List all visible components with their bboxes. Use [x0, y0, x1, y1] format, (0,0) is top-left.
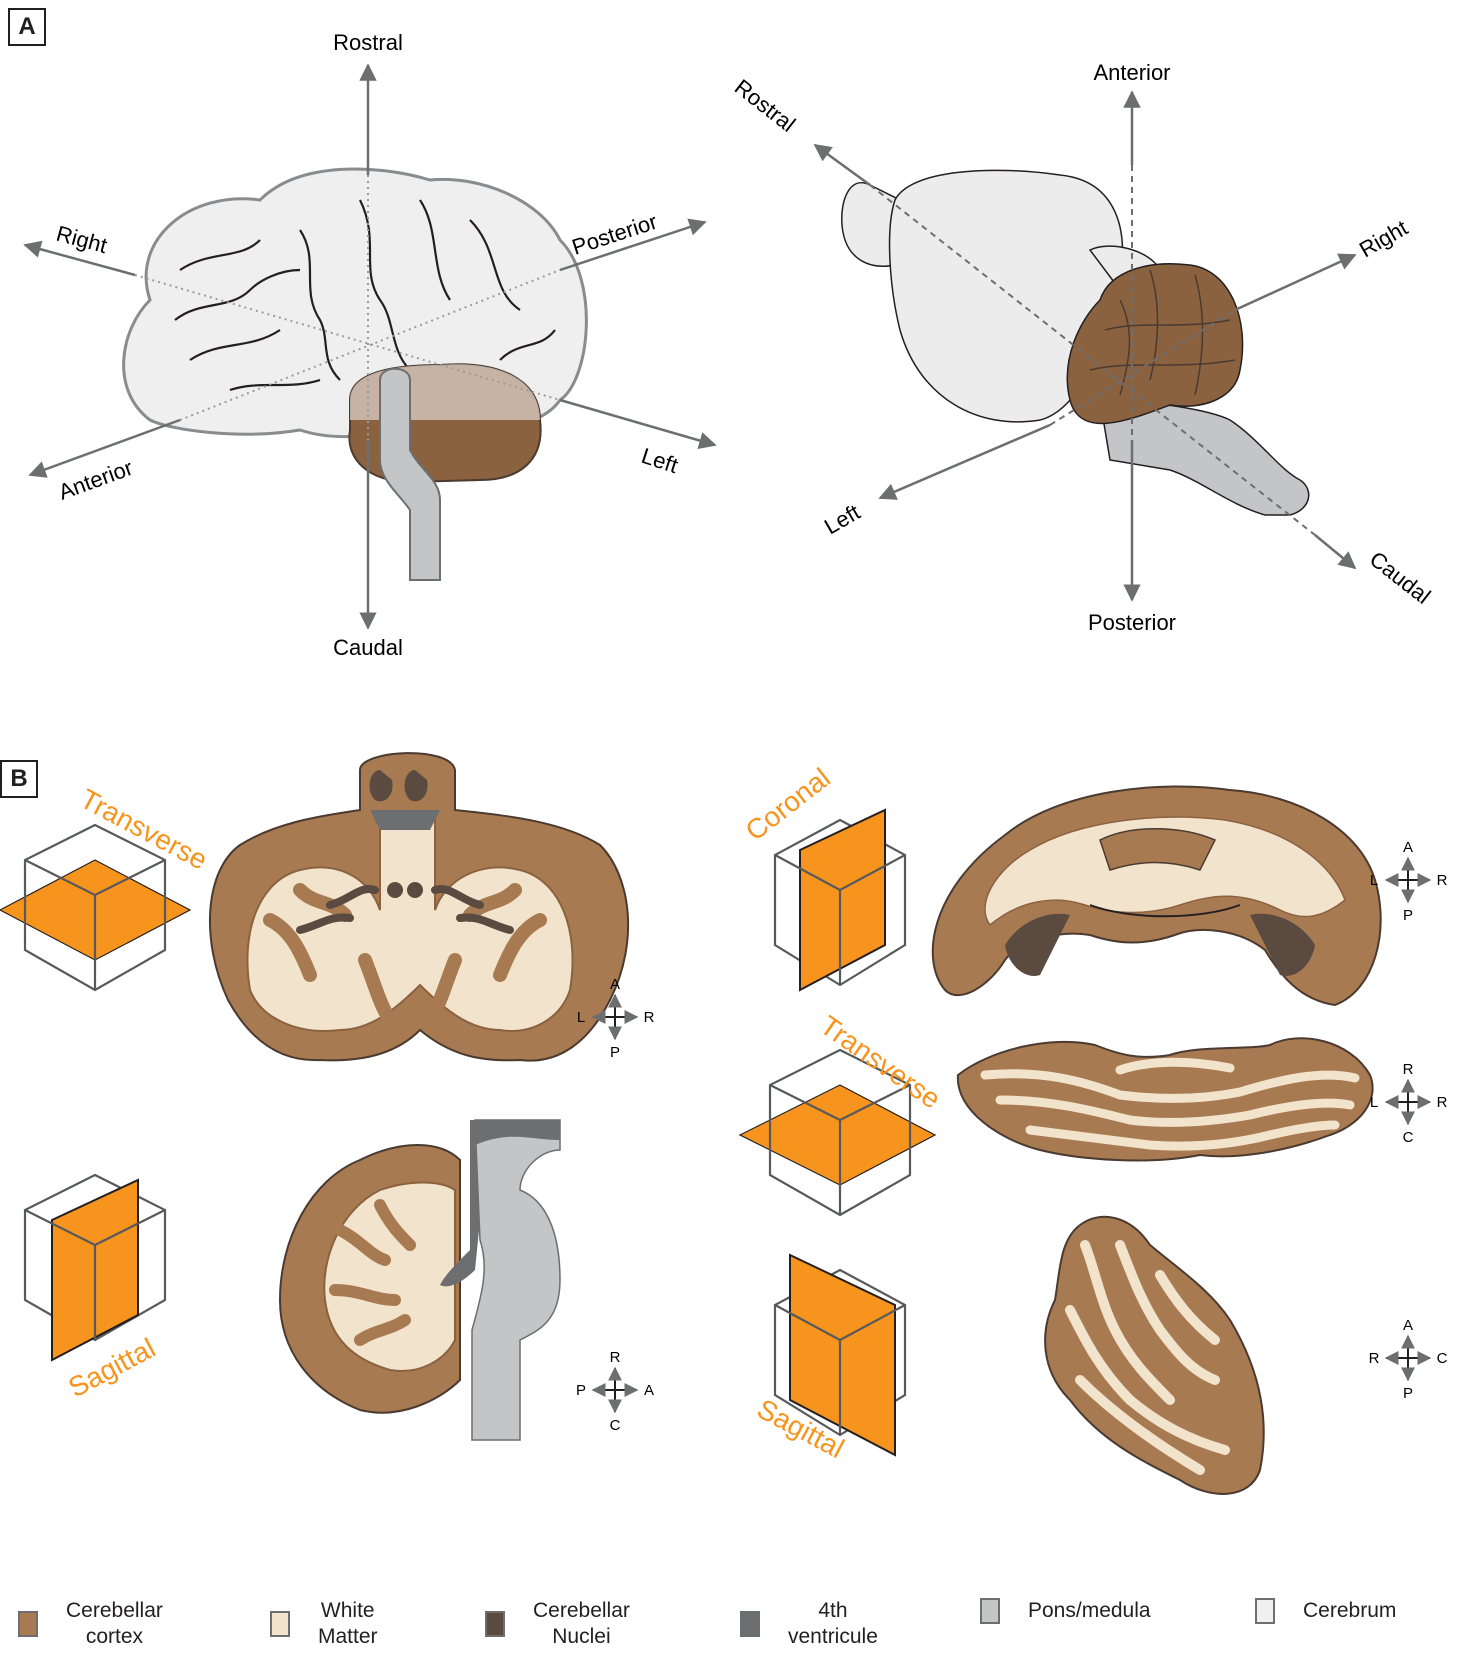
svg-text:R: R: [610, 1349, 621, 1366]
compass-mouse-sagittal: A P R C: [1369, 1317, 1448, 1402]
legend-item-cerebrum: Cerebrum: [1255, 1598, 1396, 1624]
legend-swatch: [18, 1611, 38, 1637]
svg-text:L: L: [1370, 872, 1378, 889]
legend-label: Cerebrum: [1303, 1598, 1396, 1624]
compass-human-sagittal: R C P A: [576, 1349, 654, 1434]
mouse-left-label: Left: [820, 499, 864, 539]
section-mouse-coronal: [933, 786, 1381, 1005]
human-left-label: Left: [638, 443, 681, 478]
legend-swatch: [1255, 1598, 1275, 1624]
cube-human-transverse: Transverse: [0, 783, 212, 990]
svg-text:R: R: [1437, 872, 1448, 889]
legend-label: Cerebellar Nuclei: [533, 1598, 630, 1650]
legend-item-white-matter: White Matter: [270, 1598, 378, 1650]
human-right-label: Right: [54, 221, 110, 258]
svg-text:L: L: [1370, 1094, 1378, 1111]
legend-label: Pons/medula: [1028, 1598, 1151, 1624]
svg-text:C: C: [1437, 1350, 1448, 1367]
mouse-brain-diagram: Anterior Posterior Rostral Right Left Ca…: [730, 60, 1435, 635]
svg-text:P: P: [610, 1044, 620, 1061]
legend-swatch: [485, 1611, 505, 1637]
mouse-right-label: Right: [1355, 215, 1412, 262]
panel-label-a: A: [8, 8, 46, 46]
legend-item-cerebellar-nuclei: Cerebellar Nuclei: [485, 1598, 630, 1650]
brainstem-human-sagittal: [472, 1120, 560, 1440]
compass-mouse-transverse: R C L R: [1370, 1061, 1448, 1146]
cube-human-sagittal: Sagittal: [25, 1175, 165, 1403]
legend-item-4th-ventricule: 4th ventricule: [740, 1598, 878, 1650]
section-human-transverse: [210, 753, 628, 1061]
svg-text:R: R: [1437, 1094, 1448, 1111]
legend-label: White Matter: [318, 1598, 378, 1650]
svg-text:R: R: [1369, 1350, 1380, 1367]
human-brain-diagram: Rostral Caudal Right Posterior Anterior …: [25, 30, 715, 660]
mouse-rostral-label: Rostral: [730, 74, 800, 137]
cube-mouse-transverse: Transverse: [740, 1010, 946, 1215]
human-caudal-label: Caudal: [333, 635, 403, 660]
svg-text:C: C: [1403, 1129, 1414, 1146]
legend-item-cerebellar-cortex: Cerebellar cortex: [18, 1598, 163, 1650]
plane-label-coronal-mouse: Coronal: [740, 762, 836, 847]
svg-text:P: P: [576, 1382, 586, 1399]
svg-text:L: L: [577, 1009, 585, 1026]
mouse-posterior-label: Posterior: [1088, 610, 1176, 635]
section-mouse-transverse: [958, 1038, 1373, 1160]
svg-text:P: P: [1403, 1385, 1413, 1402]
svg-text:A: A: [644, 1382, 654, 1399]
legend-swatch: [740, 1611, 760, 1637]
mouse-anterior-label: Anterior: [1093, 60, 1170, 85]
human-rostral-label: Rostral: [333, 30, 403, 55]
cube-mouse-coronal: Coronal: [740, 762, 905, 990]
legend-item-pons-medula: Pons/medula: [980, 1598, 1151, 1624]
svg-text:P: P: [1403, 907, 1413, 924]
mouse-caudal-label: Caudal: [1365, 546, 1435, 609]
legend-swatch: [270, 1611, 290, 1637]
svg-text:A: A: [1403, 1317, 1413, 1334]
cube-mouse-sagittal: Sagittal: [752, 1255, 905, 1464]
section-human-sagittal: [280, 1120, 560, 1440]
section-mouse-sagittal: [1045, 1217, 1264, 1494]
panel-label-b: B: [0, 760, 38, 798]
svg-text:R: R: [644, 1009, 655, 1026]
svg-text:A: A: [1403, 839, 1413, 856]
svg-text:A: A: [610, 976, 620, 993]
legend-label: Cerebellar cortex: [66, 1598, 163, 1650]
compass-mouse-coronal: A P L R: [1370, 839, 1448, 924]
legend-label: 4th ventricule: [788, 1598, 878, 1650]
legend-swatch: [980, 1598, 1000, 1624]
svg-text:C: C: [610, 1417, 621, 1434]
svg-text:R: R: [1403, 1061, 1414, 1078]
